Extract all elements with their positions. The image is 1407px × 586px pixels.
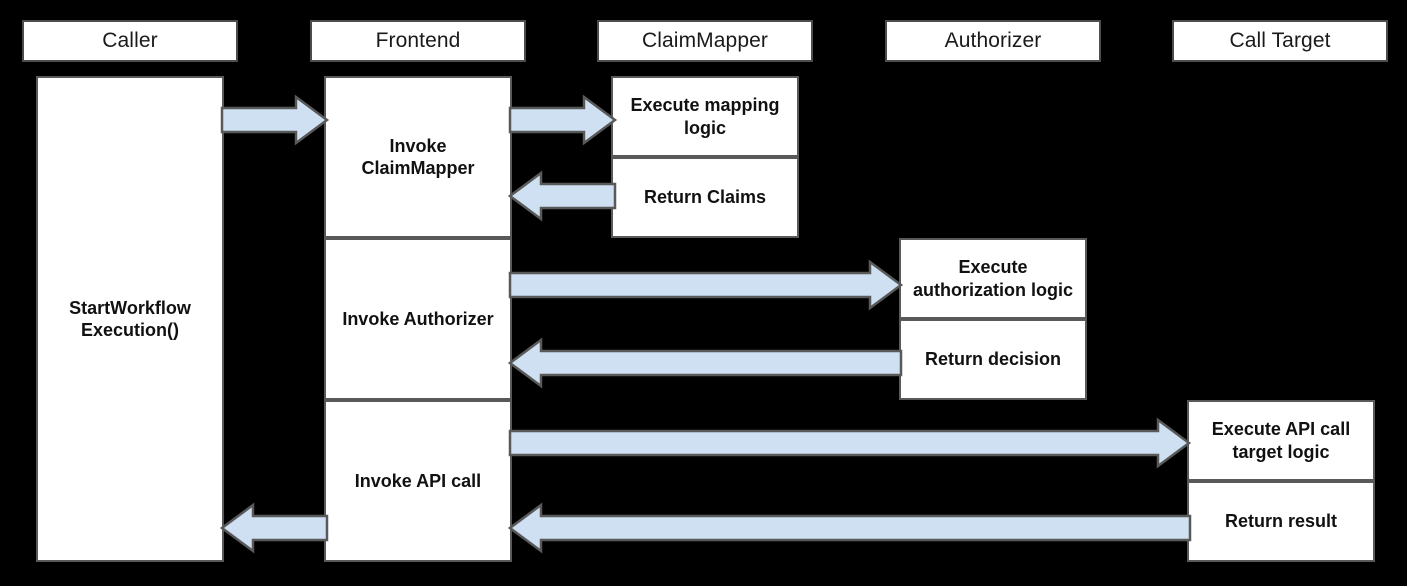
arrow-left-icon <box>507 502 1192 554</box>
activation-calltarget-return-result[interactable]: Return result <box>1187 481 1375 562</box>
activation-frontend-invoke-api-call-label: Invoke API call <box>354 470 482 491</box>
arrow-right-icon <box>508 94 618 146</box>
arrow-left-icon <box>507 337 903 389</box>
arrow-right-icon <box>220 94 330 146</box>
activation-authorizer-return-decision-label: Return decision <box>924 349 1062 370</box>
activation-authorizer-execute-auth[interactable]: Execute authorization logic <box>899 238 1087 319</box>
lifeline-header-calltarget[interactable]: Call Target <box>1172 20 1388 62</box>
activation-frontend-invoke-api-call[interactable]: Invoke API call <box>324 400 512 562</box>
activation-claimmapper-return-claims-label: Return Claims <box>643 187 767 208</box>
lifeline-header-calltarget-label: Call Target <box>1229 29 1331 52</box>
activation-frontend-invoke-claimmapper[interactable]: Invoke ClaimMapper <box>324 76 512 238</box>
message-arrow-frontend-to-claimmapper[interactable] <box>508 94 618 146</box>
arrow-left-icon <box>507 170 617 222</box>
lifeline-header-frontend[interactable]: Frontend <box>310 20 526 62</box>
arrow-left-icon <box>219 502 329 554</box>
activation-calltarget-execute-api-label: Execute API call target logic <box>1211 419 1351 462</box>
activation-frontend-invoke-authorizer[interactable]: Invoke Authorizer <box>324 238 512 400</box>
activation-claimmapper-return-claims[interactable]: Return Claims <box>611 157 799 238</box>
lifeline-header-claimmapper-label: ClaimMapper <box>642 29 768 52</box>
activation-caller-startworkflow-label: StartWorkflow Execution() <box>69 297 191 341</box>
activation-calltarget-return-result-label: Return result <box>1224 511 1338 532</box>
arrow-right-icon <box>508 259 904 311</box>
activation-claimmapper-execute-mapping[interactable]: Execute mapping logic <box>611 76 799 157</box>
message-arrow-frontend-to-authorizer[interactable] <box>508 259 904 311</box>
activation-authorizer-return-decision[interactable]: Return decision <box>899 319 1087 400</box>
lifeline-header-frontend-label: Frontend <box>375 29 461 52</box>
activation-frontend-invoke-authorizer-label: Invoke Authorizer <box>342 308 494 329</box>
message-arrow-calltarget-to-frontend[interactable] <box>507 502 1192 554</box>
activation-calltarget-execute-api[interactable]: Execute API call target logic <box>1187 400 1375 481</box>
message-arrow-claimmapper-to-frontend[interactable] <box>507 170 617 222</box>
message-arrow-caller-to-frontend[interactable] <box>220 94 330 146</box>
activation-claimmapper-execute-mapping-label: Execute mapping logic <box>630 95 780 138</box>
message-arrow-frontend-to-caller[interactable] <box>219 502 329 554</box>
activation-frontend-invoke-claimmapper-label: Invoke ClaimMapper <box>361 135 475 179</box>
lifeline-header-caller[interactable]: Caller <box>22 20 238 62</box>
arrow-right-icon <box>508 417 1192 469</box>
message-arrow-frontend-to-calltarget[interactable] <box>508 417 1192 469</box>
activation-authorizer-execute-auth-label: Execute authorization logic <box>913 257 1073 300</box>
lifeline-header-claimmapper[interactable]: ClaimMapper <box>597 20 813 62</box>
activation-caller-startworkflow[interactable]: StartWorkflow Execution() <box>36 76 224 562</box>
lifeline-header-authorizer-label: Authorizer <box>944 29 1042 52</box>
message-arrow-authorizer-to-frontend[interactable] <box>507 337 903 389</box>
lifeline-header-caller-label: Caller <box>102 29 158 52</box>
lifeline-header-authorizer[interactable]: Authorizer <box>885 20 1101 62</box>
